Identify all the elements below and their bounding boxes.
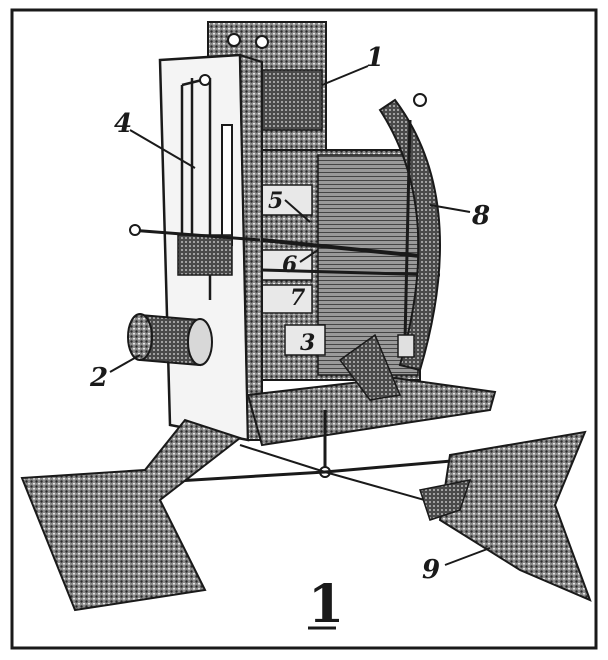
leader-line-4 (129, 129, 196, 169)
callout-8: 8 (471, 201, 490, 231)
leader-line-2 (109, 354, 141, 373)
leader-line-5 (284, 199, 311, 223)
leader-line-8 (429, 204, 471, 213)
callout-7: 7 (290, 285, 306, 311)
callout-6: 6 (282, 252, 297, 278)
callout-4: 4 (114, 109, 132, 139)
leader-line-6 (299, 249, 319, 263)
callout-1: 1 (366, 43, 384, 73)
left-frame (129, 53, 263, 442)
callout-5: 5 (268, 188, 283, 214)
callout-2: 2 (89, 363, 108, 393)
right-blade (419, 430, 592, 602)
leader-line-9 (444, 547, 491, 566)
figure-number: 1 (308, 574, 344, 635)
figure-frame (10, 8, 598, 650)
left-blade (20, 418, 243, 612)
motor-cylinder (127, 313, 213, 367)
leader-line-1 (321, 65, 369, 86)
callout-9: 9 (422, 555, 440, 585)
base-platform (246, 333, 497, 447)
curved-quadrant (378, 93, 441, 372)
callout-3: 3 (300, 330, 315, 356)
